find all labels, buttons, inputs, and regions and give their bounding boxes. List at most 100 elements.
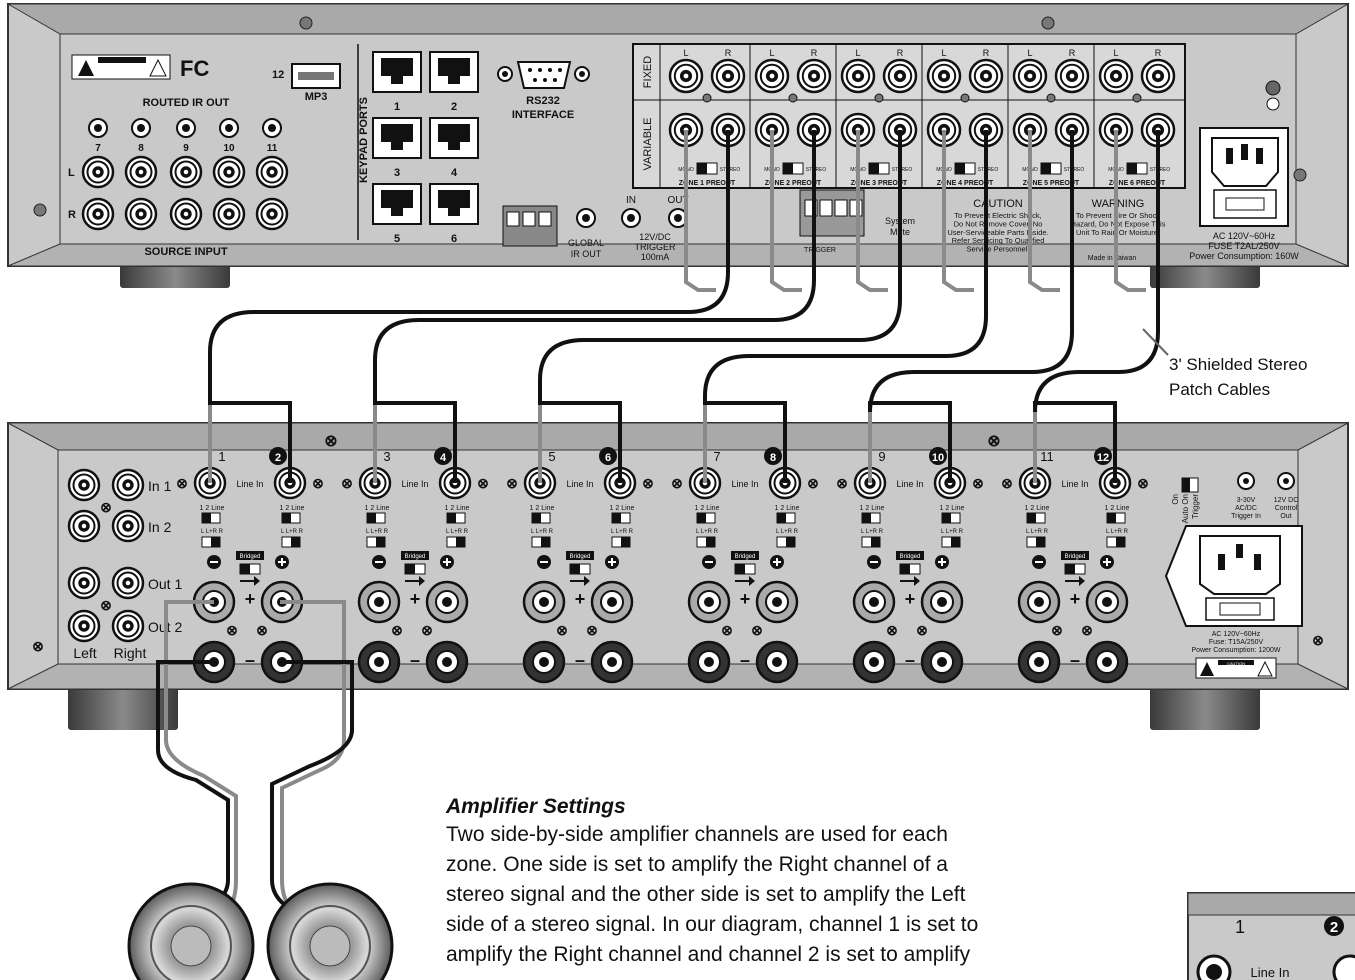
lr-select-label: L L+R R [281, 529, 304, 535]
lr-select-label: L L+R R [611, 529, 634, 535]
keypad-number: 6 [451, 233, 457, 245]
trigger-out-label: OUT [667, 195, 688, 206]
screw-icon: ⊗ [751, 622, 763, 638]
binding-post[interactable] [425, 640, 469, 684]
ir-number: 10 [223, 143, 235, 154]
source-jack-r [212, 197, 246, 231]
binding-post[interactable] [755, 580, 799, 624]
binding-post[interactable] [590, 580, 634, 624]
settings-line-3: stereo signal and the other side is set … [446, 883, 966, 906]
cable-label-1: 3' Shielded Stereo [1169, 355, 1307, 374]
binding-post[interactable] [852, 640, 896, 684]
fixed-jack-r [882, 58, 918, 94]
fixed-jack-r [796, 58, 832, 94]
inset-line-in: Line In [1250, 965, 1289, 980]
trigger-mode-on: On [1171, 494, 1180, 505]
screw-icon: ⊗ [391, 622, 403, 638]
ir-jack [131, 118, 151, 138]
plus-sign: + [1070, 589, 1081, 609]
trigger-in-1: 3-30V [1237, 497, 1256, 504]
screw-icon: ⊗ [341, 475, 353, 491]
screw-icon: ⊗ [256, 622, 268, 638]
stereo-label: STEREO [892, 167, 913, 173]
screw-icon: ⊗ [916, 622, 928, 638]
amplifier-settings: Amplifier Settings Two side-by-side ampl… [446, 794, 1146, 970]
lr-select-label: L L+R R [1026, 529, 1049, 535]
cable-gray [770, 130, 802, 292]
zone-l-label: L [1113, 48, 1118, 58]
ir-jack [176, 118, 196, 138]
channel-number-badge: 6 [605, 452, 611, 464]
zone-r-label: R [983, 48, 990, 58]
trigger-in-label: IN [626, 195, 636, 206]
input-select-label: 1 2 Line [445, 505, 470, 512]
binding-post[interactable] [357, 580, 401, 624]
bridged-label: Bridged [240, 554, 261, 560]
binding-post[interactable] [1017, 640, 1061, 684]
amp-caution-tag [1195, 657, 1277, 679]
binding-post[interactable] [1085, 580, 1129, 624]
source-jack-l [169, 155, 203, 189]
binding-post[interactable] [1085, 640, 1129, 684]
fixed-jack-r [710, 58, 746, 94]
fixed-jack-r [1054, 58, 1090, 94]
channel-number: 5 [548, 449, 555, 464]
binding-post[interactable] [852, 580, 896, 624]
made-in-label: Made in Taiwan [1088, 255, 1137, 262]
binding-post[interactable] [687, 580, 731, 624]
keypad-ports-label: KEYPAD PORTS [358, 97, 370, 183]
preamp-power-1: AC 120V~60Hz [1213, 231, 1276, 241]
settings-line-2: zone. One side is set to amplify the Rig… [446, 853, 948, 876]
input-select-label: 1 2 Line [280, 505, 305, 512]
binding-post[interactable] [920, 580, 964, 624]
binding-post[interactable] [920, 640, 964, 684]
usb-number: 12 [272, 69, 284, 81]
preamp-power-inlet [1199, 127, 1289, 227]
bridged-label: Bridged [405, 554, 426, 560]
out2-jack-right [111, 609, 145, 643]
interface-label: INTERFACE [512, 109, 574, 121]
input-select-label: 1 2 Line [365, 505, 390, 512]
in2-label: In 2 [148, 519, 172, 535]
binding-post[interactable] [357, 640, 401, 684]
keypad-number: 3 [394, 167, 400, 179]
screw-icon: ⊗ [836, 475, 848, 491]
channel-number-badge: 12 [1097, 452, 1109, 464]
binding-post[interactable] [590, 640, 634, 684]
binding-post[interactable] [522, 580, 566, 624]
screw-icon: ⊗ [1001, 475, 1013, 491]
trigger-in-2: AC/DC [1235, 505, 1257, 512]
lr-select-label: L L+R R [1106, 529, 1129, 535]
cable-gray [942, 130, 974, 292]
stereo-label: STEREO [1064, 167, 1085, 173]
binding-post[interactable] [687, 640, 731, 684]
input-select-label: 1 2 Line [940, 505, 965, 512]
plus-sign: + [575, 589, 586, 609]
bridged-label: Bridged [900, 554, 921, 560]
in2-jack-right [111, 509, 145, 543]
amp-foot-left [68, 686, 178, 730]
keypad-port [429, 183, 479, 225]
cable-black [208, 130, 730, 483]
binding-post[interactable] [1017, 580, 1061, 624]
arrow-icon [405, 576, 425, 586]
keypad-port [429, 51, 479, 93]
ir-number: 8 [138, 143, 144, 154]
source-jack-r [81, 197, 115, 231]
input-select-label: 1 2 Line [695, 505, 720, 512]
trigger-in-3: Trigger In [1231, 513, 1261, 520]
screw-icon: ⊗ [807, 475, 819, 491]
amp-power-1: AC 120V~60Hz [1212, 631, 1261, 638]
binding-post[interactable] [755, 640, 799, 684]
input-select-label: 1 2 Line [775, 505, 800, 512]
binding-post[interactable] [522, 640, 566, 684]
caution-line: To Prevent Electric Shock, [954, 211, 1042, 220]
zone-label: ZONE 2 PREOUT [765, 180, 822, 187]
channel-number-badge: 4 [440, 452, 447, 464]
binding-post[interactable] [425, 580, 469, 624]
